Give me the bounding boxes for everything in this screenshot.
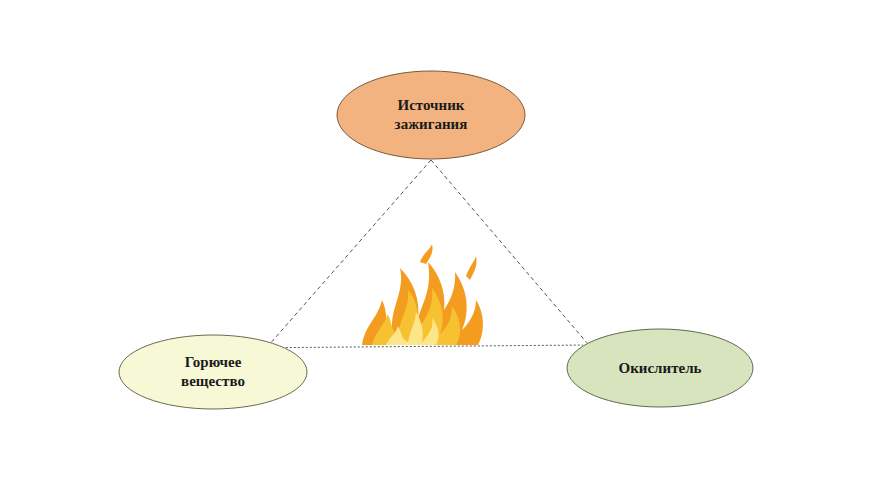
node-label: Горючее вещество [158, 353, 268, 391]
node-label: Источник зажигания [376, 96, 486, 134]
flame-core [386, 312, 439, 345]
ellipse-shape [119, 335, 307, 409]
ellipse-outline [118, 334, 308, 410]
flame-tongue [420, 244, 433, 264]
flame-middle [372, 288, 460, 345]
flame-tongue [466, 256, 477, 280]
dashed-connector [271, 160, 431, 342]
ellipse-outline [336, 70, 526, 160]
ellipse-node: Окислитель [566, 328, 754, 408]
dashed-connector [431, 160, 587, 343]
dashed-connector [286, 345, 583, 348]
ellipse-node: Горючее вещество [118, 334, 308, 410]
ellipse-node: Источник зажигания [336, 70, 526, 160]
node-label: Окислитель [618, 359, 701, 378]
ellipse-shape [337, 71, 525, 159]
flame-outer [362, 262, 483, 345]
ellipse-shape [567, 329, 753, 407]
flame [362, 244, 483, 345]
